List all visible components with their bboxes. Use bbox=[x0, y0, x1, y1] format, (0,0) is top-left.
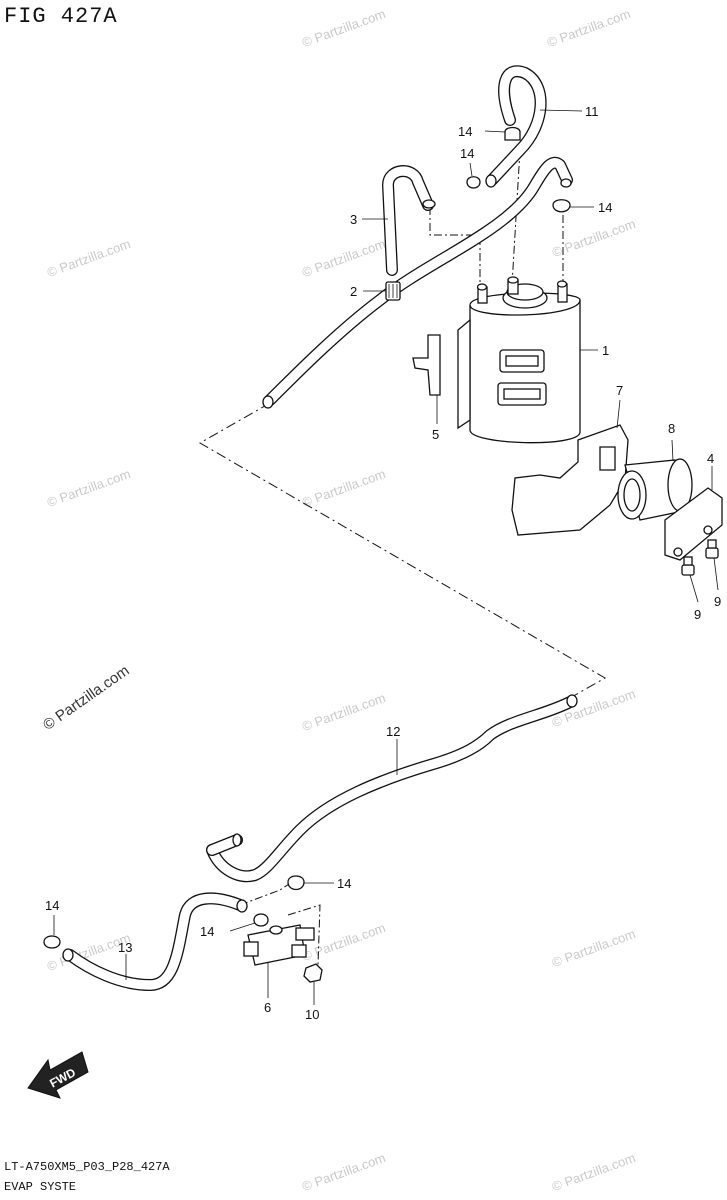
hose-11 bbox=[485, 65, 547, 188]
clamp-14-lower-left bbox=[43, 935, 61, 949]
hose-13 bbox=[62, 892, 248, 991]
figure-code: LT-A750XM5_P03_P28_427A bbox=[4, 1160, 170, 1174]
callout-9-b: 9 bbox=[714, 594, 721, 609]
figure-title: FIG 427A bbox=[4, 4, 118, 29]
callout-14-a: 14 bbox=[458, 124, 472, 139]
callout-14-e: 14 bbox=[200, 924, 214, 939]
callout-14-d: 14 bbox=[337, 876, 351, 891]
routing-guide-lines bbox=[198, 149, 607, 966]
nut-10 bbox=[303, 963, 323, 983]
solenoid-valve-6 bbox=[243, 924, 315, 966]
bracket-5 bbox=[412, 334, 441, 396]
callout-6: 6 bbox=[264, 1000, 271, 1015]
sleeve-8 bbox=[617, 458, 693, 521]
bolt-9-b bbox=[705, 539, 719, 559]
bracket-7 bbox=[511, 424, 629, 536]
leader-lines bbox=[53, 109, 719, 1005]
hose-12 bbox=[206, 694, 578, 883]
bolt-9-a bbox=[681, 556, 695, 576]
callout-11: 11 bbox=[585, 104, 599, 119]
callout-10: 10 bbox=[305, 1007, 319, 1022]
clamp-14-lower-right bbox=[253, 913, 269, 927]
clamp-14-left bbox=[466, 176, 481, 189]
canister-1 bbox=[457, 276, 581, 444]
callout-5: 5 bbox=[432, 427, 439, 442]
callout-2: 2 bbox=[350, 284, 357, 299]
callout-14-c: 14 bbox=[598, 200, 612, 215]
callout-9-a: 9 bbox=[694, 607, 701, 622]
fwd-arrow-icon: FWD bbox=[27, 1051, 89, 1099]
callout-1: 1 bbox=[602, 343, 609, 358]
clamp-14-right bbox=[552, 199, 571, 213]
callout-labels: 1 2 3 4 5 6 7 8 9 9 10 11 12 13 14 14 14… bbox=[45, 104, 721, 1022]
callout-14-b: 14 bbox=[460, 146, 474, 161]
callout-14-f: 14 bbox=[45, 898, 59, 913]
callout-12: 12 bbox=[386, 724, 400, 739]
fitting-2 bbox=[385, 281, 401, 301]
clamp-14-top bbox=[504, 126, 521, 141]
hose-3 bbox=[382, 165, 436, 276]
figure-name: EVAP SYSTE bbox=[4, 1180, 77, 1194]
clamp-14-mid bbox=[287, 875, 305, 891]
callout-3: 3 bbox=[350, 212, 357, 227]
bracket-4 bbox=[664, 487, 723, 561]
long-hose-upper bbox=[262, 156, 573, 409]
callout-4: 4 bbox=[707, 451, 714, 466]
callout-7: 7 bbox=[616, 383, 623, 398]
callout-13: 13 bbox=[118, 940, 132, 955]
callout-8: 8 bbox=[668, 421, 675, 436]
